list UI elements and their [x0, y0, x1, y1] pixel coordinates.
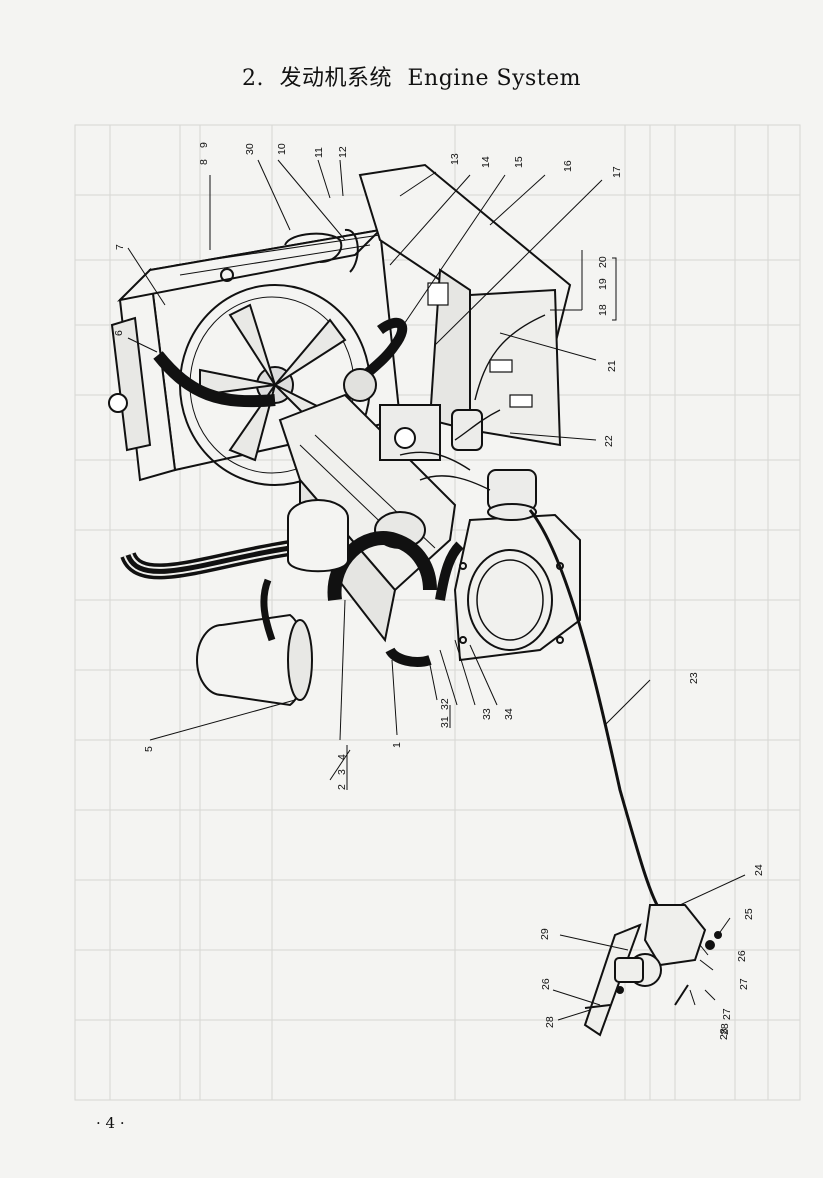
callout-8: 8 — [198, 159, 210, 165]
air-cleaner — [196, 499, 349, 707]
flywheel-housing — [453, 513, 581, 662]
callout-24: 24 — [753, 864, 765, 876]
callout-22: 22 — [603, 435, 615, 447]
callout-20: 20 — [597, 256, 609, 268]
callout-10: 10 — [276, 143, 288, 155]
callout-25: 25 — [743, 908, 755, 920]
exhaust-pipe — [327, 531, 464, 667]
wiring — [399, 314, 546, 491]
callout-30: 30 — [244, 143, 256, 155]
callout-11: 11 — [313, 147, 325, 158]
callout-26-left: 26 — [540, 978, 552, 990]
air-cleaner-bracket-housing — [358, 163, 572, 447]
callout-15: 15 — [513, 156, 525, 168]
callout-19: 19 — [597, 278, 609, 290]
exhaust-tail-pipe — [120, 540, 292, 580]
callout-3: 3 — [336, 769, 348, 775]
callout-group-underlines — [346, 705, 451, 790]
callout-29: 29 — [539, 928, 551, 940]
callout-21: 21 — [606, 360, 618, 372]
callout-9: 9 — [198, 142, 210, 148]
callout-6: 6 — [113, 330, 125, 336]
section-title-chinese: 发动机系统 — [279, 66, 392, 91]
lower-radiator-hose — [153, 317, 408, 408]
upper-hose — [284, 229, 359, 273]
callout-labels: 1 2 3 4 5 6 7 8 9 10 11 12 13 14 15 16 1… — [113, 142, 765, 1040]
callout-1: 1 — [391, 742, 403, 748]
page-number: · 4 · — [96, 1114, 125, 1132]
callout-14: 14 — [480, 156, 492, 168]
callout-13: 13 — [449, 153, 461, 165]
callout-32: 32 — [439, 698, 451, 710]
callout-33: 33 — [481, 708, 493, 720]
starter-motor — [451, 409, 537, 521]
callout-leaders — [127, 159, 746, 1021]
callout-4: 4 — [336, 754, 348, 760]
callout-5: 5 — [143, 746, 155, 752]
callout-27-right: 27 — [721, 1008, 733, 1020]
callout-18: 18 — [597, 304, 609, 316]
callout-7: 7 — [114, 244, 126, 250]
callout-28-left: 28 — [544, 1016, 556, 1028]
page-title: 2. 发动机系统 Engine System — [0, 60, 823, 92]
callout-31: 31 — [439, 716, 451, 728]
callout-12: 12 — [337, 146, 349, 158]
throttle-pedal-assembly — [583, 904, 722, 1037]
callout-34: 34 — [503, 708, 515, 720]
callout-16: 16 — [562, 160, 574, 172]
callout-2: 2 — [336, 784, 348, 790]
throttle-cable — [528, 509, 662, 911]
section-title-english: Engine System — [407, 66, 582, 91]
callout-bracket-18-20 — [612, 257, 617, 321]
callout-28: 28 — [718, 1028, 730, 1040]
callout-26: 26 — [736, 950, 748, 962]
section-number: 2. — [241, 66, 264, 91]
callout-28-right: 28 — [719, 1023, 731, 1035]
callout-27: 27 — [738, 978, 750, 990]
callout-17: 17 — [611, 166, 623, 178]
callout-23: 23 — [688, 672, 700, 684]
